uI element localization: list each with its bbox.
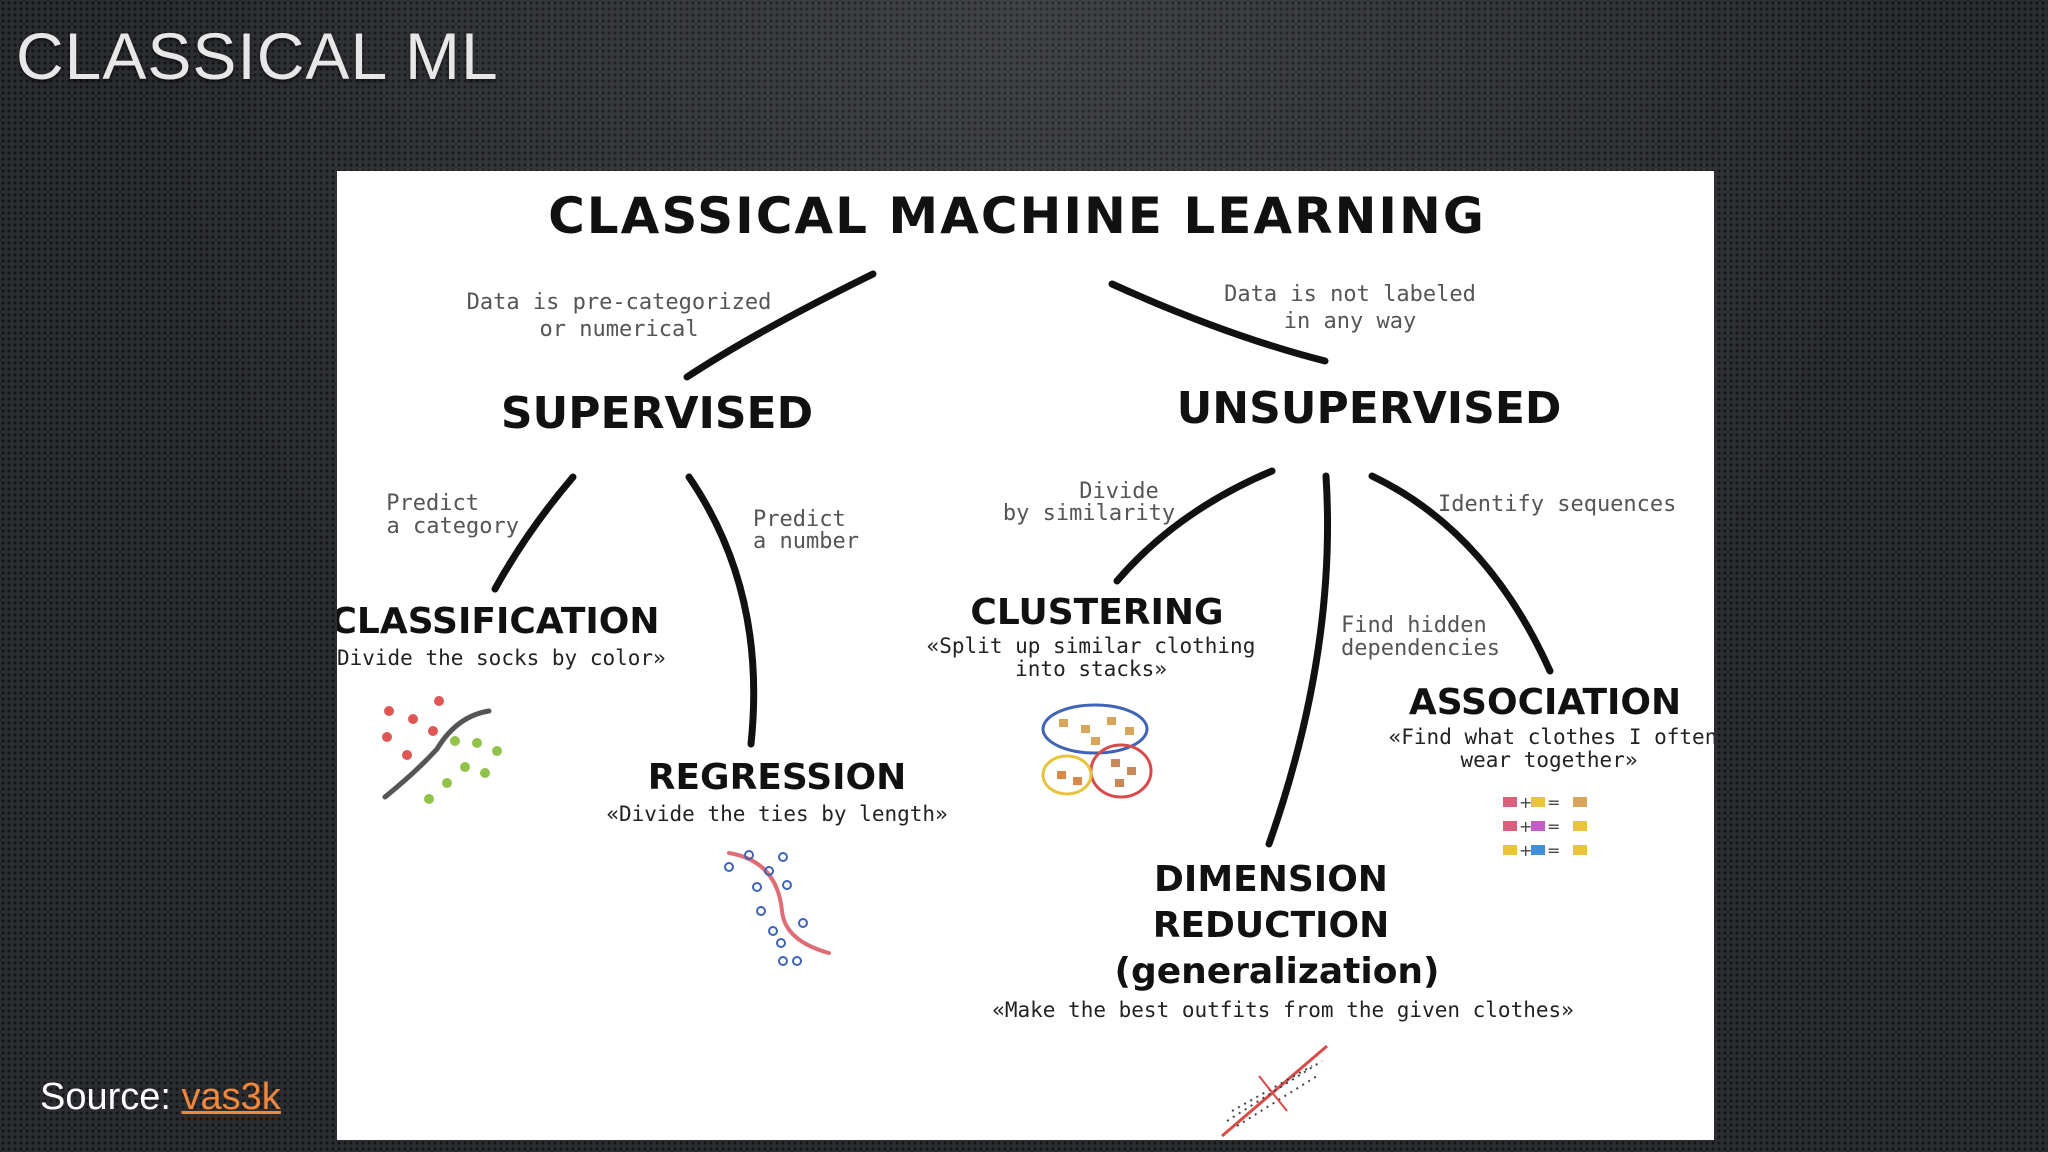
svg-text:+: +	[1519, 793, 1532, 812]
branch-clustering	[1113, 467, 1276, 585]
slide-title: CLASSICAL ML	[16, 19, 499, 93]
regression-quote: «Divide the ties by length»	[606, 802, 947, 826]
diagram-panel: CLASSICAL MACHINE LEARNING Data is pre-c…	[337, 171, 1714, 1140]
svg-text:=: =	[1547, 841, 1560, 860]
source-link[interactable]: vas3k	[181, 1076, 281, 1118]
svg-text:=: =	[1547, 793, 1560, 812]
clustering-edge-line1: Divide	[1079, 479, 1158, 504]
svg-text:=: =	[1547, 817, 1560, 836]
supervised-note-line1: Data is pre-categorized	[467, 290, 772, 315]
dimension-reduction-label-line1: DIMENSION	[1154, 859, 1388, 900]
clustering-label: CLUSTERING	[970, 592, 1223, 633]
diagram-title: CLASSICAL MACHINE LEARNING	[548, 187, 1486, 245]
classification-label: CLASSIFICATION	[337, 601, 660, 642]
unsupervised-note-line1: Data is not labeled	[1224, 282, 1476, 307]
dimension-reduction-quote: «Make the best outfits from the given cl…	[992, 998, 1574, 1022]
dimension-reduction-illustration	[1221, 1044, 1328, 1138]
classification-edge-line2: a category	[387, 514, 519, 539]
regression-edge-line1: Predict	[753, 507, 846, 532]
dimension-reduction-edge-line2: dependencies	[1341, 636, 1500, 661]
association-quote-line1: «Find what clothes I often	[1389, 725, 1714, 749]
clustering-edge-line2: by similarity	[1003, 501, 1175, 526]
regression-illustration	[724, 850, 831, 966]
ml-diagram: CLASSICAL MACHINE LEARNING Data is pre-c…	[337, 187, 1714, 1138]
source-attribution: Source: vas3k	[40, 1076, 281, 1119]
classification-illustration	[382, 696, 502, 804]
association-label: ASSOCIATION	[1409, 682, 1681, 723]
svg-text:+: +	[1519, 817, 1532, 836]
association-quote-line2: wear together»	[1460, 748, 1637, 772]
clustering-illustration	[1041, 703, 1153, 799]
classification-edge-line1: Predict	[386, 491, 479, 516]
dimension-reduction-label-line3: (generalization)	[1114, 951, 1439, 992]
regression-edge-line2: a number	[753, 529, 859, 554]
clustering-quote-line2: into stacks»	[1015, 657, 1167, 681]
clustering-quote-line1: «Split up similar clothing	[927, 634, 1256, 658]
svg-text:+: +	[1519, 841, 1532, 860]
supervised-note-line2: or numerical	[540, 317, 699, 342]
branch-regression	[685, 473, 758, 748]
association-edge-line1: Identify sequences	[1438, 492, 1676, 517]
branch-association	[1368, 472, 1554, 675]
dimension-reduction-edge-line1: Find hidden	[1341, 613, 1487, 638]
unsupervised-label: UNSUPERVISED	[1177, 383, 1562, 434]
branch-classification	[491, 473, 577, 593]
source-label: Source:	[40, 1076, 171, 1118]
dimension-reduction-label-line2: REDUCTION	[1153, 905, 1390, 946]
regression-label: REGRESSION	[648, 757, 907, 798]
branch-dimension-reduction	[1265, 472, 1332, 848]
unsupervised-note-line2: in any way	[1284, 309, 1416, 334]
association-illustration: + = + = + =	[1503, 793, 1587, 860]
supervised-label: SUPERVISED	[501, 388, 813, 439]
branch-supervised	[683, 270, 877, 381]
branch-unsupervised	[1108, 280, 1329, 365]
classification-quote: «Divide the socks by color»	[337, 646, 666, 670]
